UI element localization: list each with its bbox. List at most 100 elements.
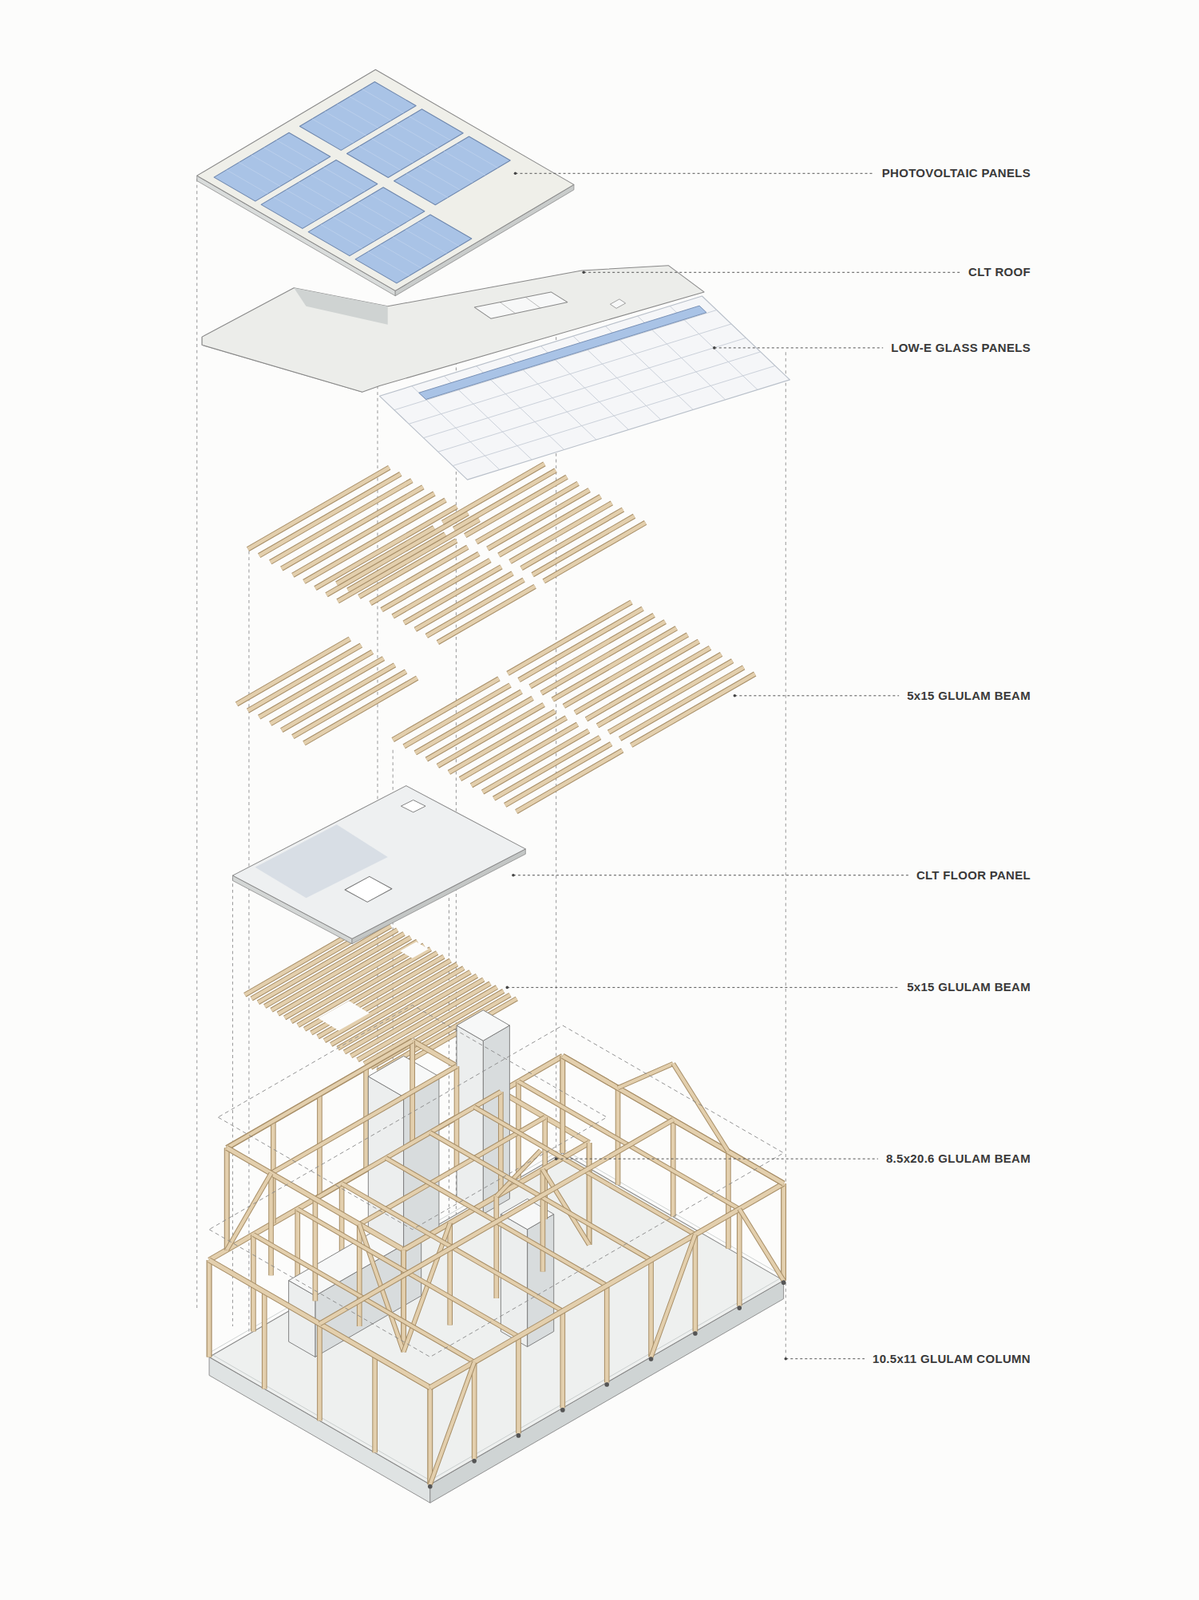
part-label: PHOTOVOLTAIC PANELS [882, 166, 1031, 181]
glulam-beam-edge [392, 678, 499, 740]
column-base [692, 1331, 698, 1337]
panel-cell-line [312, 118, 354, 143]
glulam-beam-edge [631, 674, 756, 746]
beam-gap [318, 1001, 370, 1031]
column-base [604, 1382, 610, 1388]
photovoltaic-panel [394, 136, 511, 206]
glulam-beam [428, 1388, 433, 1485]
glulam-beam [319, 1119, 673, 1325]
panel-cell-line [362, 89, 404, 114]
leader-dot [511, 874, 515, 878]
beam-layers [237, 463, 756, 1076]
glulam-beam-edge [430, 1183, 784, 1389]
part-label: 10.5x11 GLULAM COLUMN [872, 1352, 1031, 1367]
glulam-beam [313, 1199, 318, 1302]
glulam-beam [587, 1143, 592, 1246]
glulam-beam-edge [281, 664, 396, 731]
glulam-beam-edge [521, 510, 623, 570]
glulam-beam-edge [739, 1209, 784, 1281]
glulam-beam [401, 1250, 406, 1353]
glass-layer [379, 296, 791, 480]
glulam-beam-edge [427, 1388, 433, 1485]
glulam-beam [471, 724, 578, 787]
column-base [781, 1280, 787, 1286]
structure-layer [209, 1005, 786, 1504]
glulam-beam [392, 678, 499, 740]
projection-line [196, 178, 198, 1312]
panel-cell-line [345, 209, 388, 234]
glulam-beam-edge [224, 1147, 230, 1251]
part-label: LOW-E GLASS PANELS [890, 340, 1031, 356]
panel-cell-line [349, 96, 392, 121]
glulam-beam [207, 1260, 212, 1358]
glulam-beam [532, 516, 634, 576]
leader-line [583, 272, 961, 274]
glulam-beam-edge [206, 1260, 213, 1358]
glulam-beam [259, 652, 373, 718]
glulam-beam [781, 1183, 786, 1281]
glulam-beam [401, 1250, 406, 1353]
leader-dot [554, 1157, 558, 1161]
glulam-beam [521, 510, 623, 570]
panel-cell-line [383, 131, 426, 156]
glulam-beam [587, 1143, 592, 1246]
panel-cell-line [406, 173, 448, 198]
glulam-beam-edge [259, 652, 373, 718]
panel-cell-line [370, 194, 412, 219]
glulam-beam-edge [415, 692, 522, 754]
glulam-beam-edge [471, 1362, 478, 1460]
glulam-beam-edge [400, 1250, 407, 1353]
roof-opening [609, 299, 626, 309]
glulam-beam [269, 1173, 274, 1276]
panel-cell-line [417, 221, 460, 246]
panel-cell-line [323, 167, 365, 192]
column-base [736, 1305, 742, 1311]
glulam-beam-edge [540, 1170, 547, 1273]
glulam-beam-edge [427, 1388, 433, 1485]
leader-dot [733, 694, 737, 698]
glass-transom [423, 337, 746, 438]
part-label: 5x15 GLULAM BEAM [906, 688, 1031, 704]
glulam-beam-edge [692, 1234, 699, 1332]
glulam-beam [482, 731, 590, 793]
glulam-beam-edge [447, 1223, 453, 1326]
glulam-beam [437, 704, 544, 767]
glulam-beam [437, 586, 535, 643]
panel-cell-line [251, 154, 293, 179]
glulam-beam-edge [515, 1337, 522, 1434]
glulam-beam-edge [426, 580, 524, 637]
glulam-beam-edge [780, 1183, 787, 1281]
glass-strip [419, 305, 707, 400]
glulam-beam-edge [270, 658, 384, 725]
glulam-beam-edge [248, 645, 362, 712]
glulam-beam-edge [482, 731, 590, 793]
part-label: 5x15 GLULAM BEAM [906, 980, 1031, 995]
leader-dot [712, 346, 717, 350]
panel-cell-line [431, 158, 473, 183]
panel-cell-line [276, 140, 318, 165]
leader-line [714, 347, 883, 349]
glulam-beam-edge [268, 1173, 274, 1276]
glulam-beam [672, 1064, 729, 1152]
glulam-beam [651, 1234, 696, 1358]
column-base [516, 1433, 522, 1439]
projection-line [248, 551, 250, 1348]
glulam-beam [270, 658, 384, 725]
panel-cell-line [332, 217, 375, 242]
glulam-beam [781, 1183, 786, 1281]
glulam-beam [516, 1337, 521, 1434]
leader-line [515, 173, 875, 175]
panel-cell-line [368, 252, 410, 277]
glass-transom [438, 352, 761, 452]
leader-line [513, 874, 909, 876]
glulam-beam [541, 1170, 546, 1273]
leader-line [556, 1159, 879, 1160]
part-label: CLT ROOF [968, 265, 1031, 280]
panel-cell-line [359, 146, 401, 171]
panel-cell-line [336, 103, 379, 128]
low-e-glass [379, 296, 791, 480]
glulam-beam-edge [560, 1311, 566, 1409]
floor-opening [400, 800, 426, 813]
glulam-beam [415, 692, 522, 754]
leader-line [506, 987, 899, 989]
